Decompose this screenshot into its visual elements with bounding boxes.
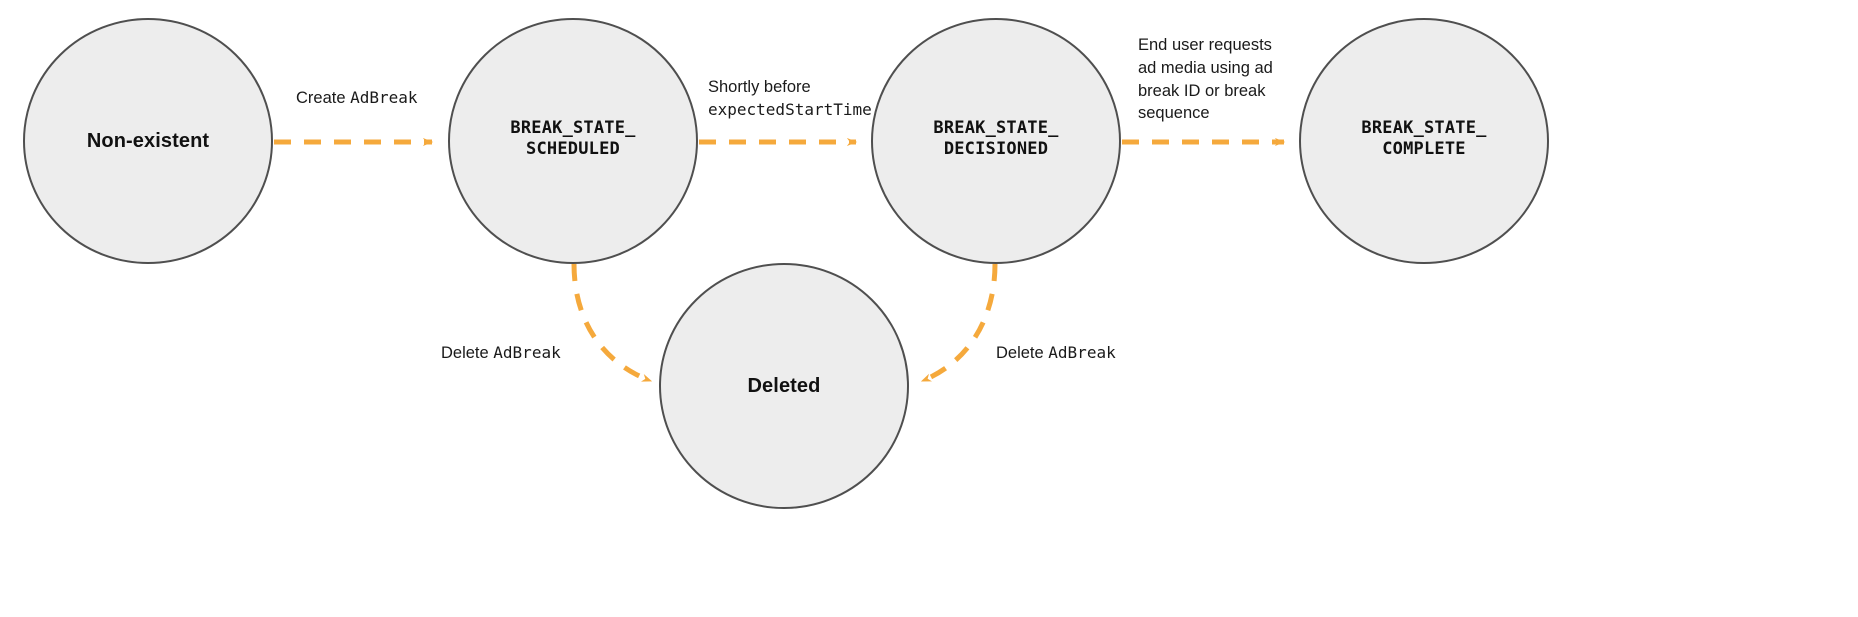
node-break-state-complete[interactable] xyxy=(1299,18,1549,264)
node-deleted[interactable] xyxy=(659,263,909,509)
edge-delete-adbreak-from-scheduled xyxy=(571,263,653,384)
edges-layer xyxy=(274,137,1286,384)
node-non-existent[interactable] xyxy=(23,18,273,264)
nodes-layer xyxy=(23,18,1549,509)
edge-delete-adbreak-from-decisioned xyxy=(920,263,998,384)
node-break-state-decisioned[interactable] xyxy=(871,18,1121,264)
node-break-state-scheduled[interactable] xyxy=(448,18,698,264)
